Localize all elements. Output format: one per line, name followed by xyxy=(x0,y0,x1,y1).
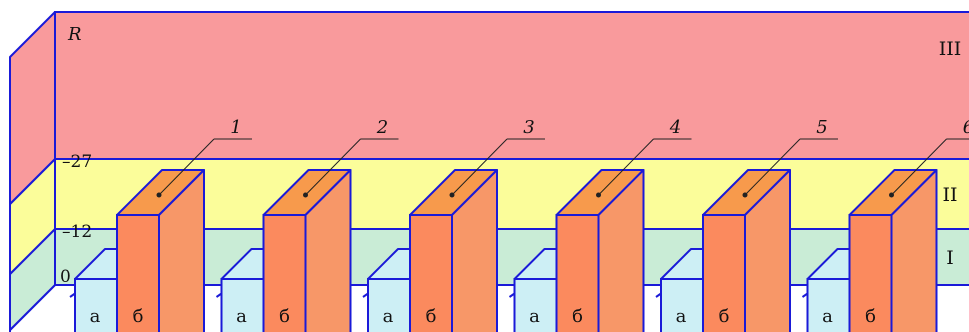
leader-line xyxy=(158,138,215,196)
leader-line xyxy=(891,138,947,196)
y-tick-label: –27 xyxy=(62,152,92,172)
bar-b-label: б xyxy=(133,306,144,327)
category-label: 1 xyxy=(230,117,241,138)
bar-b-front xyxy=(262,214,307,332)
bar-a-front xyxy=(513,278,558,332)
leader-line xyxy=(744,138,801,196)
zone-label: I xyxy=(946,247,954,269)
bar-a-label: а xyxy=(236,306,247,327)
zone-back-wall-3 xyxy=(54,11,969,160)
zone-label: III xyxy=(939,38,962,60)
bar-b-label: б xyxy=(719,306,730,327)
bar-a-front xyxy=(806,278,851,332)
bar-b-front xyxy=(409,214,453,332)
category-label: 2 xyxy=(376,117,388,138)
bar-b-front xyxy=(848,214,893,332)
y-tick-label: –12 xyxy=(62,222,92,242)
bar-a-label: а xyxy=(529,306,540,327)
category-label: 6 xyxy=(963,117,969,138)
category-label: 5 xyxy=(816,117,827,138)
bar-a-label: а xyxy=(90,306,101,327)
bar-b-label: б xyxy=(865,306,876,327)
leader-line xyxy=(598,138,654,196)
bar-b-label: б xyxy=(279,306,290,327)
bar-a-front xyxy=(367,278,411,332)
chart-labels: R 0–12–27IIIIIIаб1аб2аб3аб4аб5аб6 xyxy=(60,24,969,327)
zone-side-wall-3 xyxy=(9,11,56,205)
y-axis-label: R xyxy=(67,24,82,45)
chart-marks xyxy=(74,138,969,332)
bar-a-label: а xyxy=(822,306,833,327)
bar-a-label: а xyxy=(383,306,394,327)
category-label: 4 xyxy=(669,117,681,138)
leader-line xyxy=(305,138,361,196)
bar-b-front xyxy=(702,214,746,332)
bar-a-label: а xyxy=(676,306,687,327)
bar-b-front xyxy=(116,214,160,332)
bar-b-label: б xyxy=(426,306,437,327)
bar-b-label: б xyxy=(572,306,583,327)
bar-b-front xyxy=(555,214,600,332)
category-label: 3 xyxy=(523,117,534,138)
zone-label: II xyxy=(942,184,957,206)
leader-line xyxy=(451,138,508,196)
zone-back-wall-2 xyxy=(54,158,969,230)
y-tick-label: 0 xyxy=(60,267,71,287)
